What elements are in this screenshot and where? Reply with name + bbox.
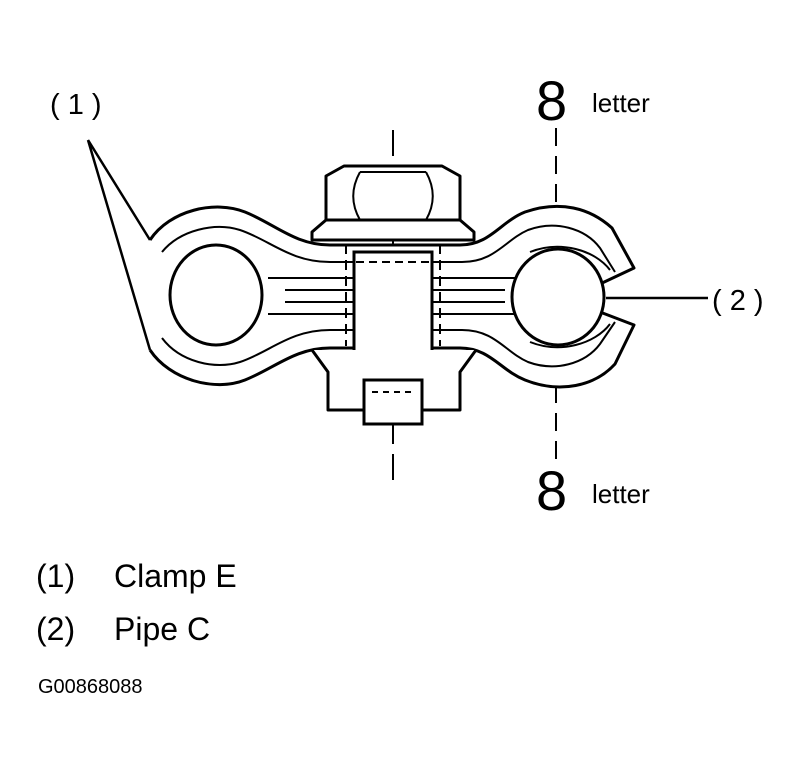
right-pipe-band: [529, 245, 611, 349]
legend-item-number: (1): [36, 558, 76, 594]
legend-item-number: (2): [36, 611, 76, 647]
top-mark-number: 8: [536, 69, 567, 132]
bolt-hex-faces: [352, 171, 434, 221]
clamp-upper-body: [148, 204, 636, 286]
legend-item-clamp: (1) Clamp E: [36, 560, 237, 592]
legend-item-text: Clamp E: [114, 558, 237, 594]
bolt-hex-head: [324, 164, 462, 222]
bottom-mark-word: letter: [592, 479, 650, 509]
clamp-leader-lines: [86, 139, 152, 351]
bolt-flange: [310, 218, 476, 242]
legend-item-text: Pipe C: [114, 611, 211, 647]
clamp-lower-body: [148, 310, 636, 389]
right-pipe: [510, 247, 606, 347]
top-mark-word: letter: [592, 88, 650, 118]
bolt-tip: [362, 378, 424, 426]
left-pipe: [168, 243, 264, 347]
pipe-callout: ( 2 ): [712, 285, 764, 317]
clamp-callout: ( 1 ): [50, 89, 102, 121]
bottom-mark-number: 8: [536, 459, 567, 522]
legend-item-pipe: (2) Pipe C: [36, 613, 210, 645]
figure-id: G00868088: [38, 676, 143, 698]
